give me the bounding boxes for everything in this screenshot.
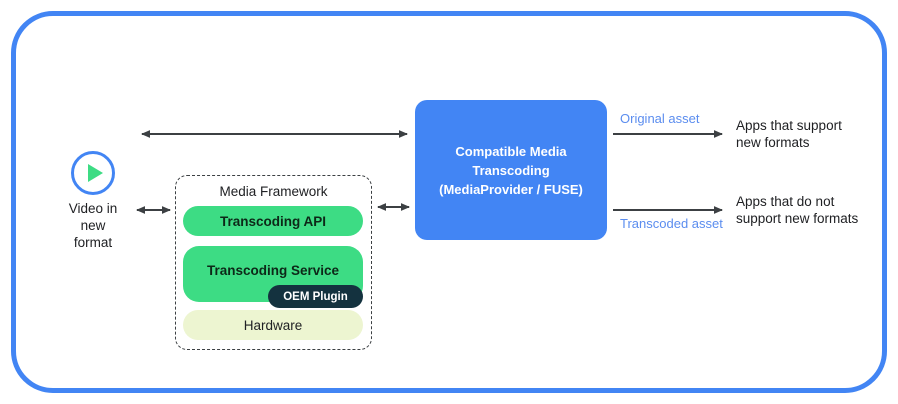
block-transcoding-api[interactable]: Transcoding API — [183, 206, 363, 236]
play-circle-icon — [71, 151, 115, 195]
compatible-media-transcoding-box[interactable]: Compatible Media Transcoding (MediaProvi… — [415, 100, 607, 240]
outer-frame-border — [11, 11, 887, 393]
play-triangle-icon — [88, 164, 103, 182]
edge-label-original-asset: Original asset — [620, 111, 700, 126]
block-oem-plugin-label: OEM Plugin — [283, 290, 348, 303]
compatible-media-transcoding-label: Compatible Media Transcoding (MediaProvi… — [439, 143, 583, 197]
block-hardware[interactable]: Hardware — [183, 310, 363, 340]
target-label-apps-support: Apps that support new formats — [736, 118, 842, 150]
media-framework-group: Media Framework — [175, 175, 372, 350]
target-label-apps-no-support: Apps that do not support new formats — [736, 194, 859, 226]
media-framework-title: Media Framework — [219, 184, 328, 199]
edge-label-transcoded-asset: Transcoded asset — [620, 216, 723, 231]
block-oem-plugin[interactable]: OEM Plugin — [268, 285, 363, 308]
block-transcoding-service-label: Transcoding Service — [206, 262, 340, 278]
block-transcoding-api-label: Transcoding API — [219, 213, 327, 229]
video-source-caption: Video in new format — [68, 201, 118, 250]
block-hardware-label: Hardware — [243, 317, 303, 333]
